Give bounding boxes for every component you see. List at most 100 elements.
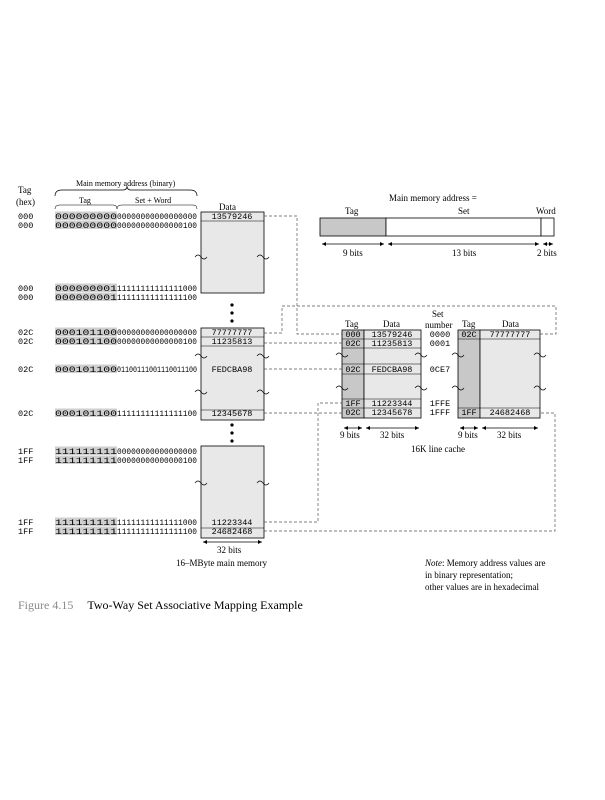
cache-tag2-header: Tag [462, 319, 476, 329]
figure-title: Two-Way Set Associative Mapping Example [87, 598, 303, 612]
row-set-word-bits: 00000000000000000 [117, 212, 197, 222]
row-tag-bits: 000101100 [55, 409, 117, 419]
tag-bits-highlight [55, 336, 117, 345]
cache-row-tag: 02C [345, 339, 360, 349]
cache-row-data: 11235813 [372, 339, 413, 349]
cache-row-tag: 02C [345, 365, 360, 375]
tag-bits-highlight [55, 364, 117, 373]
address-word-field [540, 217, 555, 237]
cache-row-data2: 77777777 [490, 330, 531, 340]
row-tag-bits: 111111111 [55, 456, 117, 466]
row-set-word-bits: 00000000000000000 [117, 447, 197, 457]
row-set-word-bits: 11111111111111000 [117, 518, 197, 528]
main-memory [194, 211, 270, 539]
row-data: 13579246 [212, 212, 253, 222]
cache-row-tag: 02C [345, 408, 360, 418]
address-format: Main memory address = Tag Set Word 9 bit… [319, 193, 557, 258]
tag-bits-highlight [55, 220, 117, 229]
row-data: FEDCBA98 [212, 365, 253, 375]
row-tag-hex: 000 [18, 212, 33, 222]
address-set-field [385, 217, 542, 237]
row-tag-hex: 02C [18, 328, 33, 338]
row-tag-bits: 000000000 [55, 221, 117, 231]
row-tag-hex: 02C [18, 365, 33, 375]
tag-bits-highlight [55, 408, 117, 417]
row-tag-bits: 000000001 [55, 284, 117, 294]
row-tag-hex: 1FF [18, 518, 33, 528]
cache-row-tag: 1FF [345, 399, 360, 409]
tag-bits-highlight [55, 283, 117, 292]
tag-bits-highlight [55, 446, 117, 455]
main-memory-block-2 [200, 327, 265, 421]
address-tag-width: 9 bits [343, 248, 363, 258]
address-word-width: 2 bits [537, 248, 557, 258]
main-memory-label: 16–MByte main memory [176, 558, 267, 568]
mapping-lines [264, 215, 557, 532]
row-set-word-bits: 11111111111111100 [117, 293, 197, 303]
tag-bits-header: Tag [79, 196, 91, 205]
row-set-word-bits: 11111111111111100 [117, 527, 197, 537]
row-set-word-bits: 11111111111111100 [117, 409, 197, 419]
row-data: 11223344 [212, 518, 253, 528]
row-data: 12345678 [212, 409, 253, 419]
cache-data2-header: Data [502, 319, 519, 329]
cache-set-header-line1: Set [432, 309, 444, 319]
row-tag-bits: 000101100 [55, 365, 117, 375]
row-tag-bits: 111111111 [55, 447, 117, 457]
note: Note: Memory address values are in binar… [424, 558, 545, 592]
set-word-brace [116, 204, 198, 210]
memory-ellipsis [230, 303, 234, 443]
cache-row-tag: 000 [345, 330, 360, 340]
row-tag-bits: 111111111 [55, 518, 117, 528]
address-brace [54, 185, 198, 197]
row-set-word-bits: 01100111001110011100 [117, 365, 197, 375]
address-tag-field [319, 217, 387, 237]
cache-row-data2: 24682468 [490, 408, 531, 418]
cache-break-marks [335, 352, 547, 391]
cache-tag-header: Tag [345, 319, 359, 329]
cache-row-set: 0000 [430, 330, 450, 340]
cache-row-data: 11223344 [372, 399, 413, 409]
cache-way2-data-column [479, 329, 541, 419]
tag-bits-highlight [55, 292, 117, 301]
cache-row-set: 0CE7 [430, 365, 450, 375]
tag-bits-highlight [55, 211, 117, 220]
tag-bits-highlight [55, 517, 117, 526]
main-memory-block-3 [200, 445, 265, 539]
main-memory-block-1 [200, 211, 265, 294]
note-label: Note [424, 558, 442, 568]
row-data: 24682468 [212, 527, 253, 537]
cache-data-width: 32 bits [380, 430, 405, 440]
cache-tag2-width: 9 bits [458, 430, 478, 440]
tag-brace [54, 204, 118, 210]
cache-row-tag2: 1FF [461, 408, 476, 418]
cache-set-header-line2: number [425, 320, 453, 330]
note-line-3: other values are in hexadecimal [425, 582, 539, 592]
row-tag-hex: 000 [18, 221, 33, 231]
data-header: Data [219, 202, 236, 212]
cache-data2-width: 32 bits [497, 430, 522, 440]
cache-data-header: Data [383, 319, 400, 329]
row-tag-hex: 1FF [18, 456, 33, 466]
note-line-1: : Memory address values are [442, 558, 545, 568]
tag-bits-highlight [55, 526, 117, 535]
address-set-width: 13 bits [452, 248, 477, 258]
cache-row-data: FEDCBA98 [372, 365, 413, 375]
row-tag-hex: 02C [18, 337, 33, 347]
cache-row-set: 1FFF [430, 408, 450, 418]
note-line-2: in binary representation; [425, 570, 513, 580]
svg-text:Note: Memory address values ar: Note: Memory address values are [424, 558, 545, 568]
main-memory-width-label: 32 bits [217, 545, 242, 555]
tag-hex-header-line1: Tag [18, 185, 32, 195]
row-data: 11235813 [212, 337, 253, 347]
tag-hex-header-line2: (hex) [16, 197, 35, 207]
address-tag-field-label: Tag [345, 206, 359, 216]
row-tag-bits: 000101100 [55, 337, 117, 347]
row-tag-hex: 000 [18, 284, 33, 294]
row-tag-bits: 000000001 [55, 293, 117, 303]
row-set-word-bits: 11111111111111000 [117, 284, 197, 294]
row-tag-bits: 111111111 [55, 527, 117, 537]
row-tag-hex: 000 [18, 293, 33, 303]
row-data: 77777777 [212, 328, 253, 338]
